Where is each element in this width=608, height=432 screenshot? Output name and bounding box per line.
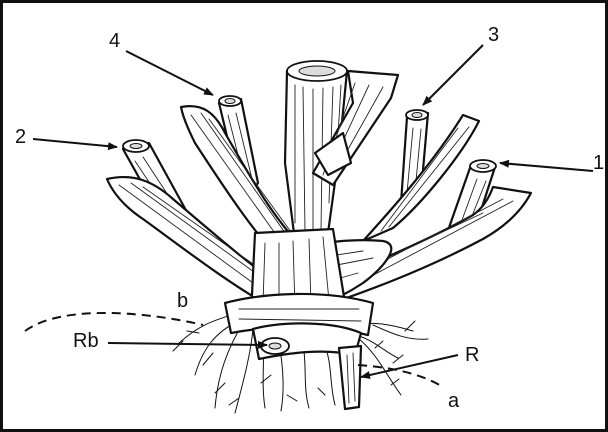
arrow-rb: [108, 343, 267, 345]
label-r: R: [465, 344, 479, 366]
label-a: a: [448, 390, 460, 412]
arrow-1: [500, 163, 593, 171]
arrow-2: [33, 139, 117, 147]
label-1: 1: [593, 152, 604, 174]
arrow-4: [126, 51, 213, 95]
plant-illustration: 1 2 3 4 Rb R a b: [3, 3, 605, 429]
label-4: 4: [109, 30, 120, 52]
dashed-curve-b: [25, 313, 203, 331]
label-3: 3: [488, 24, 499, 46]
arrow-3: [423, 45, 483, 105]
label-rb: Rb: [73, 330, 99, 352]
label-b: b: [177, 290, 188, 312]
label-2: 2: [15, 126, 26, 148]
